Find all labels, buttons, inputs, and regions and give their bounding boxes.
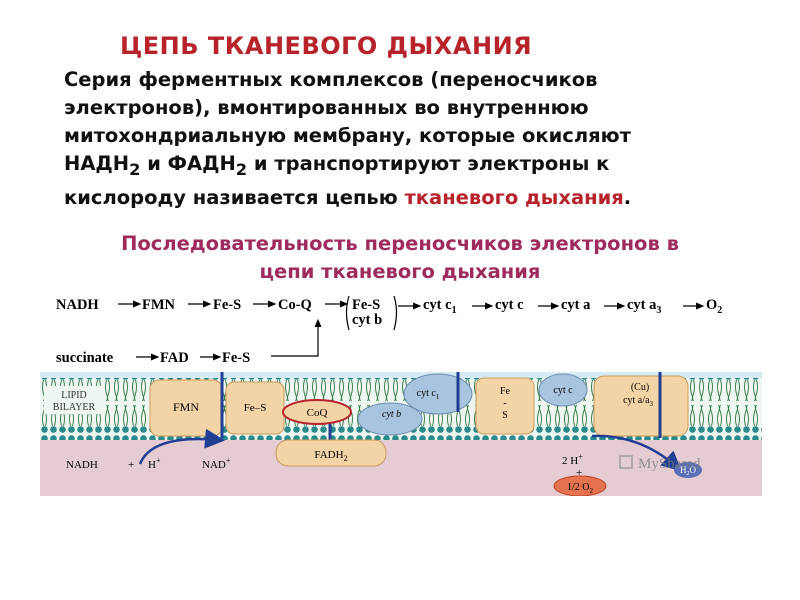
complex-fes-2-label: Fe xyxy=(500,386,511,397)
complex-cyt-aa3 xyxy=(593,375,689,437)
complex-fes-2 xyxy=(475,377,535,435)
succinate-connector xyxy=(271,318,322,357)
chain-cyt-c: cyt c xyxy=(495,297,524,313)
highlight-term: тканевого дыхания xyxy=(404,185,624,209)
cyt-b-label: cyt b xyxy=(382,409,401,420)
description-line: митохондриальную мембрану, которые окисл… xyxy=(64,124,631,147)
description: Серия ферментных комплексов (переносчико… xyxy=(64,66,754,212)
chain-fes-2: Fe-S xyxy=(352,297,380,313)
matrix-nadh: NADH xyxy=(66,459,98,471)
matrix-plus: + xyxy=(128,459,134,471)
oxygen-arrow xyxy=(591,434,682,472)
watermark-icon xyxy=(619,455,633,469)
cyt-b-shape xyxy=(357,402,423,436)
chain-o2: O2 xyxy=(706,297,722,316)
bracket-left xyxy=(345,295,350,331)
cyt-c-shape xyxy=(538,373,588,407)
description-line: Серия ферментных комплексов (переносчико… xyxy=(64,68,598,91)
nadh-arrow xyxy=(138,428,225,465)
matrix-h2o: H2O xyxy=(680,465,697,477)
complex-fadh2-label: FADH2 xyxy=(314,449,347,463)
chain-fes-1: Fe-S xyxy=(213,297,241,313)
subscript: 2 xyxy=(129,159,141,179)
chain-cyt-c1: cyt c1 xyxy=(423,297,457,316)
intermembrane-space xyxy=(40,372,762,378)
description-text: НАДН xyxy=(64,152,130,175)
chain-nadh: NADH xyxy=(56,297,99,313)
cyt-aa3-label: cyt a/a3 xyxy=(623,395,653,408)
chain-cyt-a: cyt a xyxy=(561,297,591,313)
complex-fes-2-label: - xyxy=(503,398,506,409)
matrix-plus: + xyxy=(576,467,582,479)
membrane-illustration: LIPID BILAYER FMN Fe–S CoQ cyt b cyt c1 … xyxy=(40,372,762,496)
description-text: и ФАДН xyxy=(140,152,236,175)
watermark-text: MyShared xyxy=(638,456,701,472)
lipid-label-box xyxy=(44,386,104,414)
subscript: 2 xyxy=(235,159,248,179)
complex-fes-2-label: S xyxy=(502,410,508,421)
subtitle-line: Последовательность переносчиков электрон… xyxy=(121,232,679,255)
description-text: и транспортируют электроны к xyxy=(247,152,610,175)
description-text: кислороду називается цепью xyxy=(64,185,405,209)
complex-fes-1-label: Fe–S xyxy=(244,402,267,414)
chain-fad: FAD xyxy=(160,350,189,366)
cu-label: (Cu) xyxy=(631,382,649,393)
chain-cyt-b: cyt b xyxy=(352,312,382,328)
chain-cyt-a3: cyt a3 xyxy=(627,297,661,316)
half-o2-shape xyxy=(553,475,607,496)
page-title: ЦЕПЬ ТКАНЕВОГО ДЫХАНИЯ xyxy=(120,32,533,60)
chain-fmn: FMN xyxy=(142,297,176,313)
cyt-c-label: cyt c xyxy=(553,385,573,396)
lipid-label: LIPID xyxy=(61,390,87,401)
complex-fadh2 xyxy=(275,439,387,467)
chain-subtitle: Последовательность переносчиков электрон… xyxy=(0,230,800,286)
matrix-h: H+ xyxy=(148,456,161,471)
bracket-right xyxy=(393,295,398,331)
matrix-2h: 2 H+ xyxy=(562,452,583,467)
matrix xyxy=(40,440,762,496)
complex-fmn-label: FMN xyxy=(173,400,199,414)
matrix-nad: NAD+ xyxy=(202,456,231,471)
cyt-c1-label: cyt c1 xyxy=(417,388,440,401)
description-line: электронов), вмонтированных во внутренню… xyxy=(64,96,589,119)
matrix-half-o2: 1/2 O2 xyxy=(567,482,594,495)
chain-coq: Co-Q xyxy=(278,297,312,313)
subtitle-line: цепи тканевого дыхания xyxy=(259,260,541,283)
coq-label: CoQ xyxy=(307,407,328,419)
description-text: . xyxy=(623,185,632,209)
chain-fes-3: Fe-S xyxy=(222,350,250,366)
lipid-label: BILAYER xyxy=(53,402,96,413)
coq-shape xyxy=(282,399,352,425)
chain-succinate: succinate xyxy=(56,350,114,366)
cyt-c1-shape xyxy=(403,373,473,415)
h2o-shape xyxy=(674,462,702,478)
